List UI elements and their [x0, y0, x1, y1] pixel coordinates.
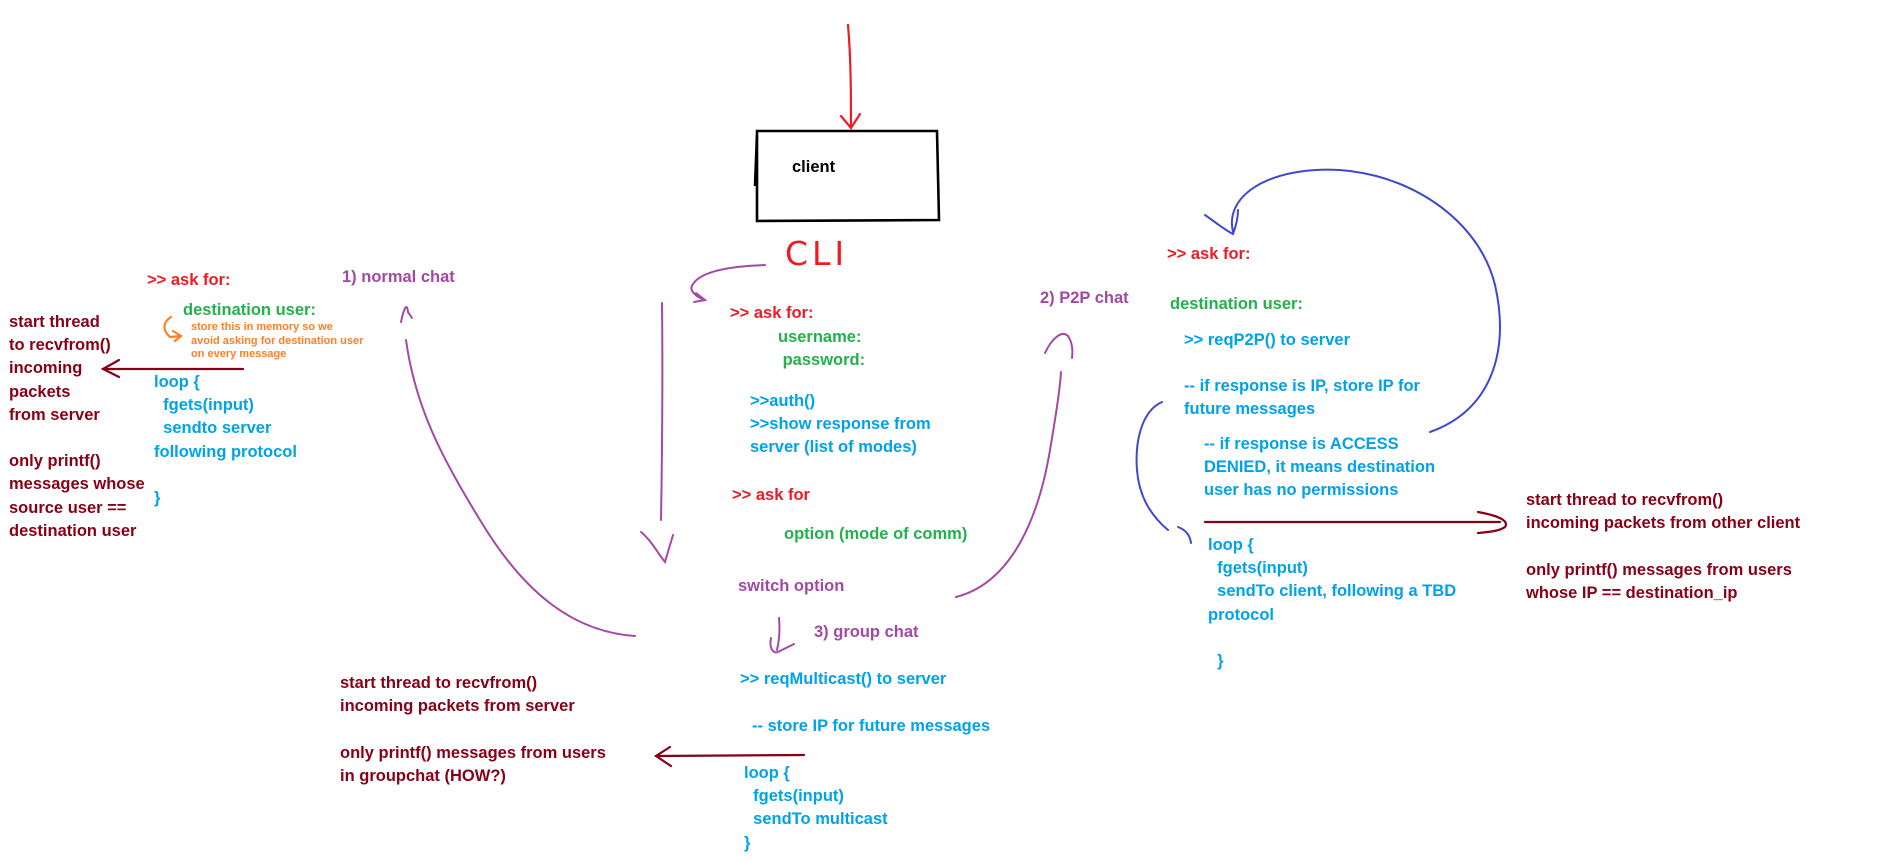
memory-note-arrow: [163, 315, 183, 343]
option-field: option (mode of comm): [784, 525, 968, 543]
p2p-retry-loop-arrow: [1204, 168, 1501, 433]
group-chat-request: >> reqMulticast() to server: [740, 670, 947, 688]
auth-lines: >>auth() >>show response from server (li…: [750, 392, 931, 457]
p2p-denied-to-loop-arrow: [1135, 401, 1192, 544]
switch-to-normal-chat-arrow: [400, 306, 636, 637]
switch-to-p2p-chat-arrow: [955, 333, 1074, 598]
group-chat-title: 3) group chat: [814, 623, 919, 641]
normal-chat-destination: destination user:: [183, 301, 316, 319]
option-ask-for: >> ask for: [732, 486, 810, 504]
switch-to-group-chat-arrow: [769, 617, 795, 654]
group-chat-store-ip: -- store IP for future messages: [752, 717, 991, 735]
normal-chat-title: 1) normal chat: [342, 268, 455, 286]
cli-label: CLI: [785, 234, 849, 273]
normal-chat-thread-arrow: [100, 358, 245, 379]
p2p-loop: loop { fgets(input) sendTo client, follo…: [1208, 536, 1457, 671]
normal-chat-thread-note: start thread to recvfrom() incoming pack…: [9, 313, 145, 540]
cli-to-login-arrow: [690, 264, 766, 303]
p2p-if-ip: -- if response is IP, store IP for futur…: [1184, 377, 1420, 419]
group-chat-thread-note: start thread to recvfrom() incoming pack…: [340, 674, 606, 785]
entry-arrow: [839, 23, 862, 130]
client-label: client: [792, 158, 836, 176]
normal-chat-ask-for: >> ask for:: [147, 271, 231, 289]
login-fields: username: password:: [778, 328, 866, 370]
switch-option: switch option: [738, 577, 845, 595]
normal-chat-loop: loop { fgets(input) sendto server follow…: [154, 373, 297, 508]
p2p-if-denied: -- if response is ACCESS DENIED, it mean…: [1204, 435, 1436, 500]
p2p-thread-note: start thread to recvfrom() incoming pack…: [1526, 491, 1801, 602]
group-chat-thread-arrow: [653, 745, 806, 768]
normal-chat-memory-note: store this in memory so we avoid asking …: [191, 321, 364, 360]
login-ask-for: >> ask for:: [730, 304, 814, 322]
client-box: [753, 129, 941, 223]
login-to-switch-arrow: [640, 302, 674, 565]
group-chat-loop: loop { fgets(input) sendTo multicast }: [744, 764, 888, 852]
p2p-destination: destination user:: [1170, 295, 1303, 313]
p2p-thread-arrow: [1203, 510, 1508, 535]
p2p-ask-for: >> ask for:: [1167, 245, 1251, 263]
p2p-chat-title: 2) P2P chat: [1040, 289, 1129, 307]
p2p-request: >> reqP2P() to server: [1184, 331, 1350, 349]
